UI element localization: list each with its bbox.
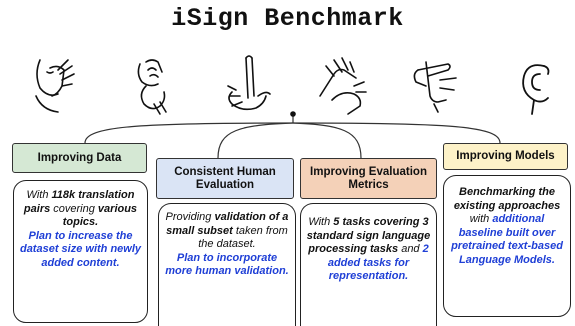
card-consistent-human-evaluation: Providing validation of a small subset t… <box>158 203 296 326</box>
sign-icons-row <box>35 55 550 115</box>
heading-improving-models: Improving Models <box>443 143 568 170</box>
heading-improving-data: Improving Data <box>12 143 147 173</box>
root-node <box>290 111 296 117</box>
plan-text: Plan to increase the dataset size with n… <box>19 229 142 269</box>
diagram-title: iSign Benchmark <box>171 4 404 33</box>
heading-label: Improving Evaluation Metrics <box>310 165 427 191</box>
heading-label: Consistent Human Evaluation <box>174 165 276 191</box>
card-improving-models: Benchmarking the existing approaches wit… <box>443 175 571 317</box>
card-improving-data: With 118k translation pairs covering var… <box>13 180 148 323</box>
branch-to-data <box>84 122 294 144</box>
sign-pointing-hands-icon <box>413 61 457 113</box>
branch-to-metrics <box>292 122 362 159</box>
heading-label: Improving Data <box>37 151 122 164</box>
heading-consistent-human-evaluation: Consistent Human Evaluation <box>156 158 294 199</box>
sign-two-hands-icon <box>319 57 367 115</box>
sign-l-hand-icon <box>227 55 271 111</box>
plan-text: Plan to incorporate more human validatio… <box>165 251 289 278</box>
card-improving-evaluation-metrics: With 5 tasks covering 3 standard sign la… <box>300 203 437 326</box>
sign-fist-hand-icon <box>137 59 167 115</box>
branch-to-models <box>292 122 501 144</box>
sign-c-hand-icon <box>522 64 550 115</box>
sign-face-hand-icon <box>35 59 75 113</box>
heading-label: Improving Models <box>456 150 555 162</box>
heading-improving-evaluation-metrics: Improving Evaluation Metrics <box>300 158 437 199</box>
branch-to-human-eval <box>217 122 294 159</box>
